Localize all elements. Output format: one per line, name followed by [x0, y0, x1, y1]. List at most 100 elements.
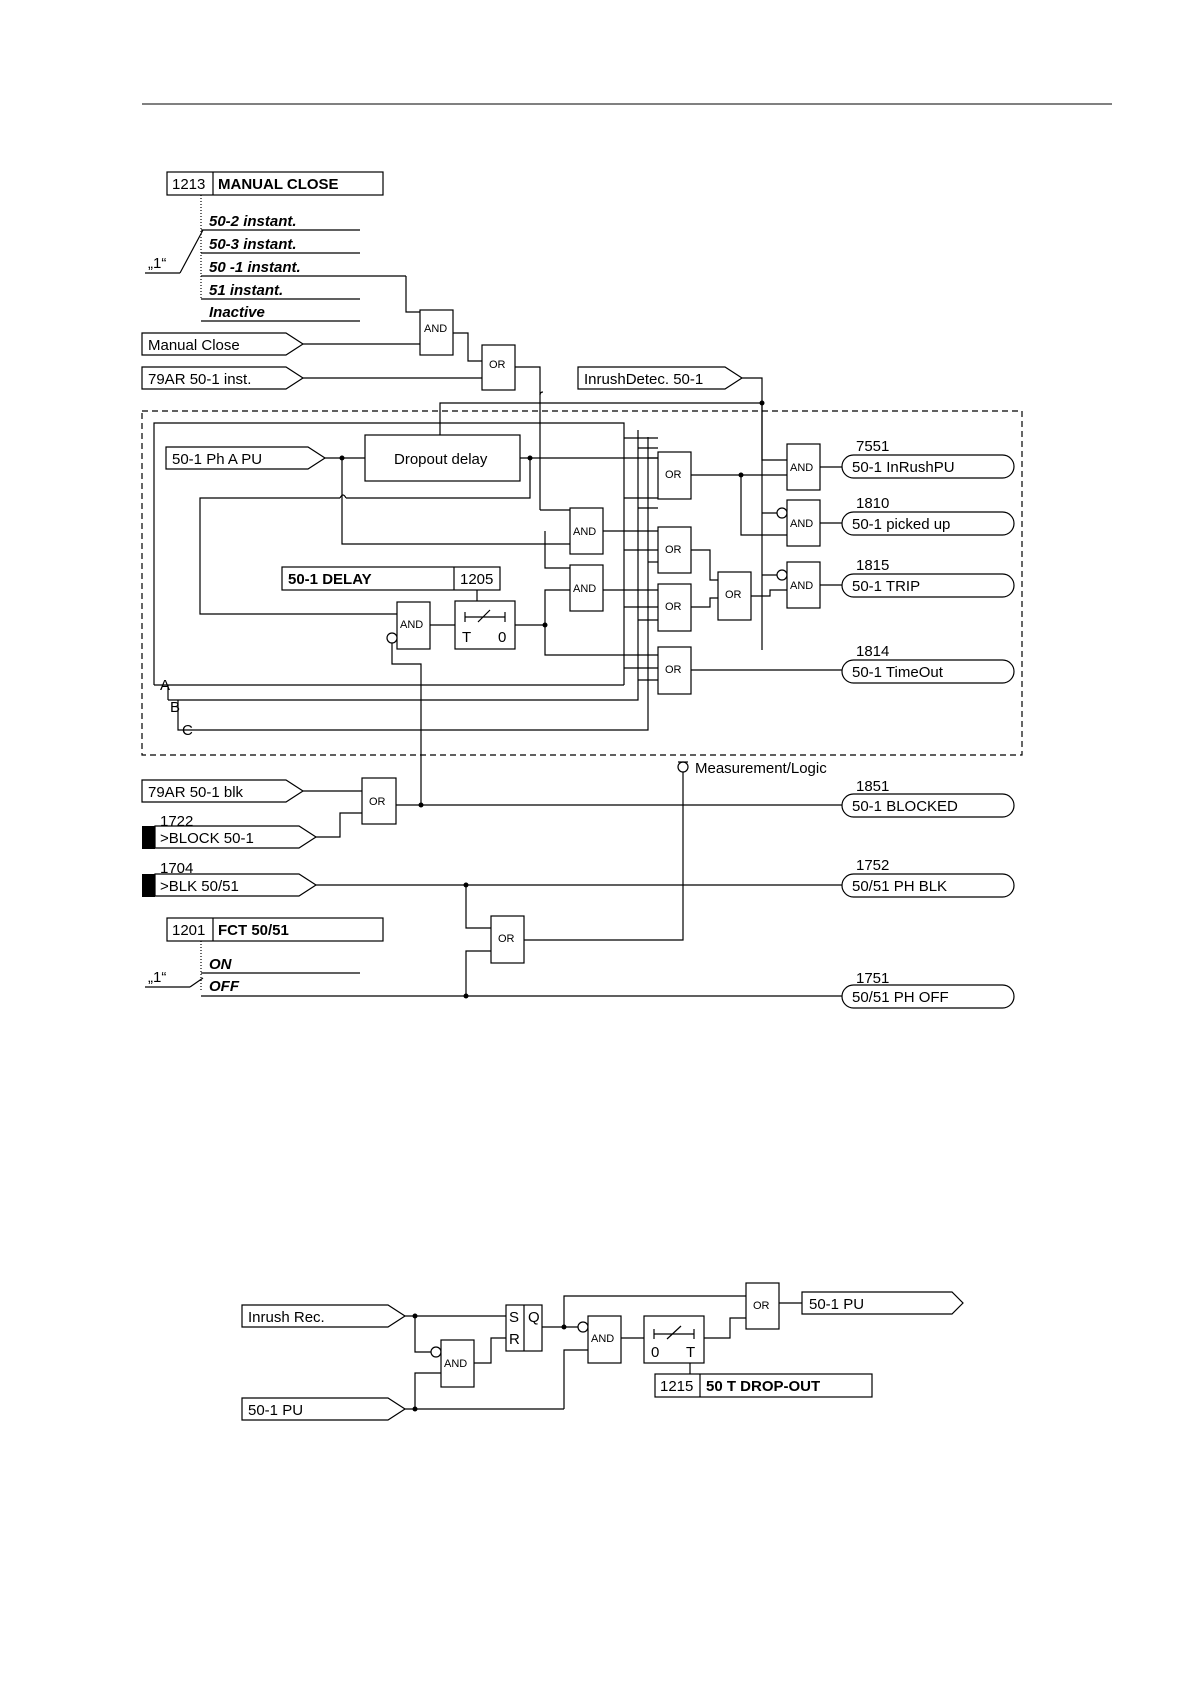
- phase-c: C: [182, 722, 193, 739]
- svg-text:AND: AND: [444, 1358, 467, 1370]
- measurement-logic-label: Measurement/Logic: [695, 760, 827, 777]
- svg-text:50/51 PH OFF: 50/51 PH OFF: [852, 989, 949, 1006]
- or-gate-2: OR: [657, 526, 692, 574]
- svg-text:1215: 1215: [660, 1378, 693, 1395]
- output-fig2-pu: 50-1 PU: [801, 1291, 964, 1315]
- svg-text:50-1 InRushPU: 50-1 InRushPU: [852, 459, 955, 476]
- dropout-parameter: 1215 50 T DROP-OUT: [654, 1373, 873, 1398]
- input-block-50-1: >BLOCK 50-1: [142, 825, 318, 849]
- or-gate-3: OR: [657, 583, 692, 632]
- svg-text:>BLK 50/51: >BLK 50/51: [160, 878, 239, 895]
- and-gate-inrush: AND: [786, 443, 821, 491]
- and-gate-center-2: AND: [569, 564, 604, 612]
- fct-parameter: 1201 FCT 50/51: [166, 917, 384, 942]
- svg-text:0: 0: [498, 629, 506, 646]
- svg-text:OR: OR: [665, 664, 682, 676]
- svg-text:Inrush Rec.: Inrush Rec.: [248, 1309, 325, 1326]
- svg-text:T: T: [686, 1344, 695, 1361]
- svg-text:S: S: [509, 1309, 519, 1326]
- svg-text:50 T DROP-OUT: 50 T DROP-OUT: [706, 1378, 820, 1395]
- sr-flipflop: S R Q: [505, 1304, 543, 1352]
- output-ph-blk: 1752 50/51 PH BLK: [841, 857, 1015, 898]
- output-ph-off: 1751 50/51 PH OFF: [841, 970, 1015, 1009]
- svg-text:1814: 1814: [856, 643, 889, 660]
- fct-option-off: OFF: [209, 978, 240, 995]
- svg-text:1815: 1815: [856, 557, 889, 574]
- manual-close-parameter: 1213 MANUAL CLOSE „1“ 50-2 instant. 50-3…: [145, 171, 406, 322]
- or-gate-fig2: OR: [745, 1282, 780, 1330]
- delay-parameter: 50-1 DELAY 1205: [281, 566, 501, 591]
- mc-option-4: Inactive: [209, 304, 265, 321]
- and-gate-picked-up: AND: [786, 499, 821, 547]
- dropout-timer: 0 T: [643, 1315, 705, 1364]
- svg-text:1751: 1751: [856, 970, 889, 987]
- svg-text:Dropout delay: Dropout delay: [394, 451, 488, 468]
- svg-text:7551: 7551: [856, 438, 889, 455]
- svg-text:Q: Q: [528, 1309, 540, 1326]
- measurement-logic-area: [141, 410, 1023, 756]
- dropout-delay-box: Dropout delay: [364, 434, 521, 482]
- svg-text:0: 0: [651, 1344, 659, 1361]
- svg-text:AND: AND: [573, 526, 596, 538]
- or-gate-4: OR: [657, 646, 692, 695]
- svg-text:AND: AND: [790, 518, 813, 530]
- svg-text:OR: OR: [753, 1300, 770, 1312]
- svg-text:1851: 1851: [856, 778, 889, 795]
- svg-text:1205: 1205: [460, 571, 493, 588]
- svg-text:OR: OR: [725, 589, 742, 601]
- output-picked-up: 1810 50-1 picked up: [841, 495, 1015, 536]
- and-gate-trip: AND: [786, 561, 821, 609]
- input-blk-50-51: >BLK 50/51: [142, 873, 318, 897]
- manual-close-addr: 1213: [172, 176, 205, 193]
- and-gate-manual-close: AND: [419, 309, 454, 356]
- mc-option-3: 51 instant.: [209, 282, 283, 299]
- svg-text:>BLOCK 50-1: >BLOCK 50-1: [160, 830, 254, 847]
- blk5051-addr: 1704: [160, 860, 193, 877]
- svg-text:OR: OR: [489, 359, 506, 371]
- phase-b: B: [170, 699, 180, 716]
- svg-text:50/51 PH BLK: 50/51 PH BLK: [852, 878, 947, 895]
- figure-1: 1213 MANUAL CLOSE „1“ 50-2 instant. 50-3…: [141, 171, 1023, 1009]
- or-gate-fct: OR: [490, 915, 525, 964]
- svg-text:79AR 50-1 inst.: 79AR 50-1 inst.: [148, 371, 251, 388]
- or-gate-1: OR: [657, 451, 692, 500]
- fct-one: „1“: [148, 969, 166, 986]
- input-inrush-rec: Inrush Rec.: [241, 1304, 407, 1328]
- and-gate-fig2-right: AND: [587, 1315, 622, 1364]
- svg-text:AND: AND: [424, 323, 447, 335]
- input-manual-close: Manual Close: [141, 332, 305, 356]
- mc-option-1: 50-3 instant.: [209, 236, 297, 253]
- svg-text:1752: 1752: [856, 857, 889, 874]
- input-79ar-inst: 79AR 50-1 inst.: [141, 366, 305, 390]
- svg-text:InrushDetec. 50-1: InrushDetec. 50-1: [584, 371, 703, 388]
- manual-close-title: MANUAL CLOSE: [218, 176, 339, 193]
- svg-text:50-1 picked up: 50-1 picked up: [852, 516, 950, 533]
- svg-text:OR: OR: [665, 544, 682, 556]
- svg-text:50-1 Ph A PU: 50-1 Ph A PU: [172, 451, 262, 468]
- svg-text:AND: AND: [790, 580, 813, 592]
- svg-text:T: T: [462, 629, 471, 646]
- delay-timer: T 0: [454, 600, 516, 650]
- svg-text:OR: OR: [665, 469, 682, 481]
- input-79ar-blk: 79AR 50-1 blk: [141, 779, 305, 803]
- output-blocked: 1851 50-1 BLOCKED: [841, 778, 1015, 818]
- input-ph-a-pu: 50-1 Ph A PU: [165, 446, 327, 470]
- mc-option-0: 50-2 instant.: [209, 213, 297, 230]
- input-50-1-pu: 50-1 PU: [241, 1397, 407, 1421]
- measurement-logic-marker: [677, 761, 689, 773]
- svg-text:R: R: [509, 1331, 520, 1348]
- svg-text:OR: OR: [369, 796, 386, 808]
- manual-close-one: „1“: [148, 255, 166, 272]
- svg-text:Manual Close: Manual Close: [148, 337, 240, 354]
- or-gate-manual-close: OR: [481, 344, 516, 391]
- svg-text:AND: AND: [573, 583, 596, 595]
- or-gate-combine: OR: [717, 571, 752, 621]
- svg-text:50-1 TimeOut: 50-1 TimeOut: [852, 664, 944, 681]
- manual-close-box: [166, 171, 384, 196]
- svg-text:50-1 TRIP: 50-1 TRIP: [852, 578, 920, 595]
- svg-text:1201: 1201: [172, 922, 205, 939]
- phase-a: A: [160, 677, 170, 694]
- and-gate-fig2-left: AND: [440, 1339, 475, 1388]
- svg-text:AND: AND: [790, 462, 813, 474]
